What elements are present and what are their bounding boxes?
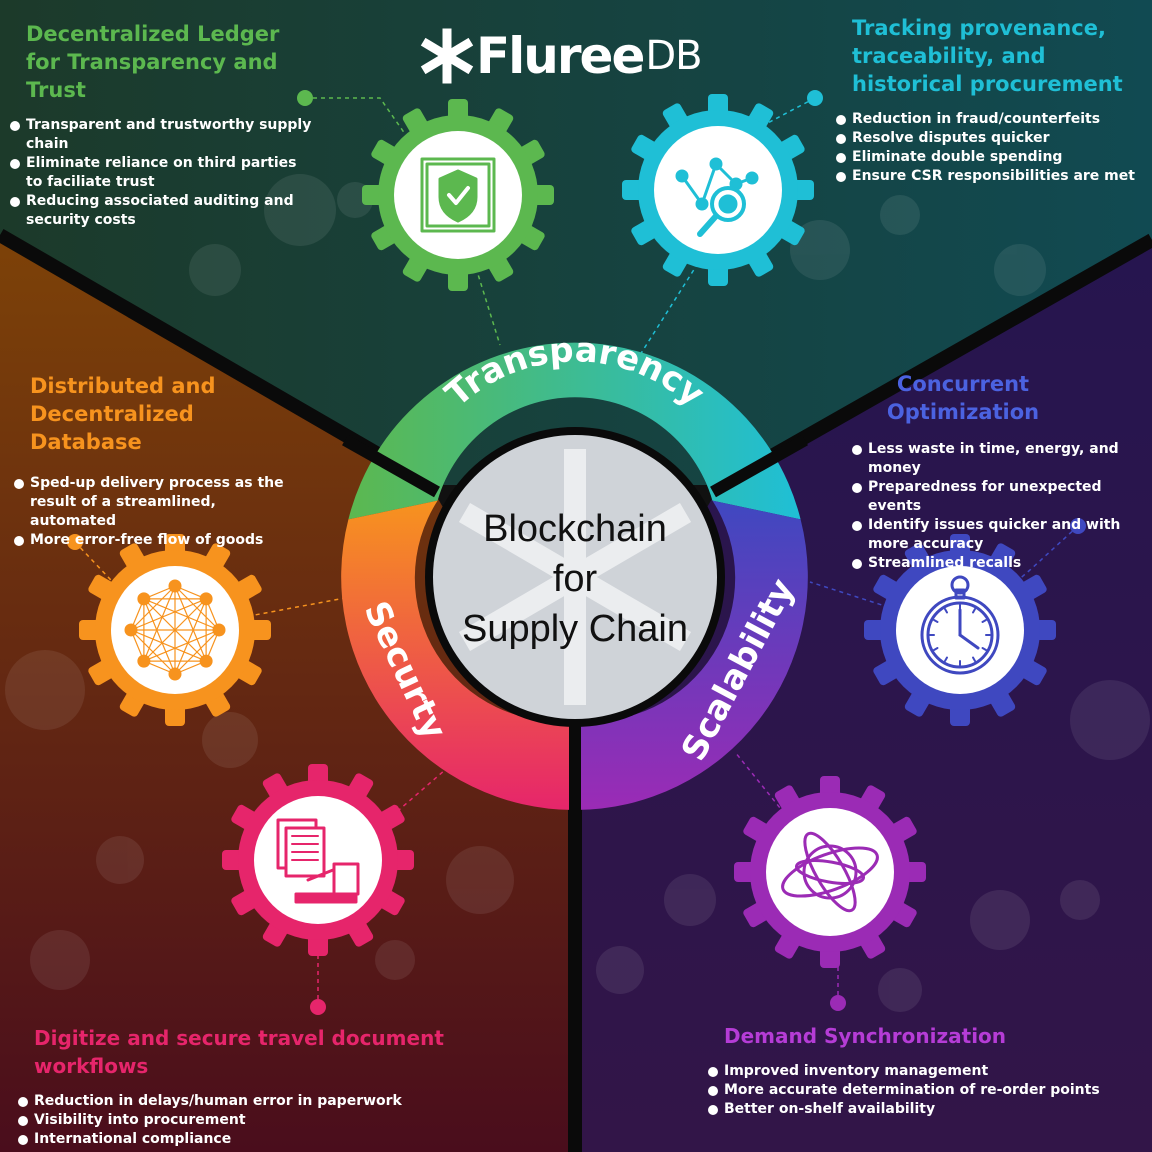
gear-tracking — [622, 94, 814, 286]
section-ledger-title: Decentralized Ledger for Transparency an… — [26, 22, 280, 102]
gear-documents — [222, 764, 414, 956]
fluree-logo: Fluree DB — [418, 24, 703, 88]
top-region — [0, 0, 1152, 485]
bullet-text: Less waste in time, energy, and money — [868, 441, 1119, 476]
bullet-text: Reduction in fraud/counterfeits — [852, 111, 1101, 127]
section-demand-bullets: Improved inventory management More accur… — [708, 1062, 1144, 1119]
bullet-text: Better on-shelf availability — [724, 1101, 936, 1117]
ring-left-segment — [341, 500, 575, 811]
bullet-text: Eliminate reliance on third parties to f… — [26, 155, 297, 190]
section-ledger-bullets: Transparent and trustworthy supply chain… — [10, 116, 316, 230]
connector-dot — [297, 90, 313, 106]
documents-laptop-icon — [276, 818, 360, 904]
ring-right-segment — [575, 500, 808, 810]
section-distributed-bullets: Sped-up delivery process as the result o… — [14, 474, 305, 550]
section-concurrent-bullets: Less waste in time, energy, and money Pr… — [852, 440, 1148, 573]
section-distributed-title: Distributed and Decentralized Database — [30, 374, 216, 454]
bullet: Eliminate reliance on third parties to f… — [10, 154, 316, 192]
section-documents-bullets: Reduction in delays/human error in paper… — [18, 1092, 564, 1149]
center-line-3: Supply Chain — [461, 608, 689, 650]
section-demand-title: Demand Synchronization — [724, 1024, 1007, 1048]
ring-dividers — [342, 434, 808, 815]
section-demand: Demand Synchronization Improved inventor… — [708, 1022, 1144, 1119]
gear-distributed — [79, 534, 271, 726]
center-title: Blockchain for Supply Chain — [430, 504, 720, 654]
bullet-text: Eliminate double spending — [852, 149, 1063, 165]
right-region — [575, 240, 1152, 1152]
bullet-text: Visibility into procurement — [34, 1112, 246, 1128]
bullet: Improved inventory management — [708, 1062, 1144, 1081]
gear-demand — [734, 776, 926, 968]
section-documents: Digitize and secure travel document work… — [18, 1024, 564, 1149]
center-logo-mark — [458, 449, 692, 705]
connector-dot — [807, 90, 823, 106]
section-concurrent-title: Concurrent Optimization — [886, 372, 1040, 424]
connector-dot — [830, 995, 846, 1011]
bullet-text: Identify issues quicker and with more ac… — [868, 517, 1121, 552]
bullet-text: More accurate determination of re-order … — [724, 1082, 1100, 1098]
bullet: Reducing associated auditing and securit… — [10, 192, 316, 230]
connector-dot — [1070, 518, 1086, 534]
mesh-network-icon — [124, 579, 226, 681]
bullet: Visibility into procurement — [18, 1111, 564, 1130]
shield-check-icon — [420, 157, 496, 233]
bullet-text: Improved inventory management — [724, 1063, 989, 1079]
gear-concurrent — [864, 534, 1056, 726]
bullet-text: International compliance — [34, 1131, 232, 1147]
orbit-sphere-icon — [781, 831, 879, 913]
bullet: More error-free flow of goods — [14, 531, 305, 550]
bullet: Ensure CSR responsibilities are met — [836, 167, 1147, 186]
bullet: International compliance — [18, 1130, 564, 1149]
bullet-text: Reduction in delays/human error in paper… — [34, 1093, 402, 1109]
bullet: Better on-shelf availability — [708, 1100, 1144, 1119]
bullet-text: More error-free flow of goods — [30, 532, 264, 548]
left-region — [0, 235, 575, 1152]
section-tracking-bullets: Reduction in fraud/counterfeits Resolve … — [836, 110, 1147, 186]
stopwatch-icon — [920, 575, 1000, 675]
bullet: Reduction in fraud/counterfeits — [836, 110, 1147, 129]
bullet: Identify issues quicker and with more ac… — [852, 516, 1148, 554]
bullet: Sped-up delivery process as the result o… — [14, 474, 305, 531]
connector-dot — [310, 999, 326, 1015]
center-line-1: Blockchain — [483, 508, 667, 550]
brand-suffix: DB — [645, 33, 702, 79]
section-ledger: Decentralized Ledger for Transparency an… — [10, 20, 316, 230]
gear-ledger — [362, 99, 554, 291]
section-concurrent: Concurrent Optimization Less waste in ti… — [852, 370, 1148, 573]
bullet-text: Sped-up delivery process as the result o… — [30, 475, 284, 529]
bullet-text: Preparedness for unexpected events — [868, 479, 1102, 514]
connector-dot — [67, 534, 83, 550]
bullet: Eliminate double spending — [836, 148, 1147, 167]
section-documents-title: Digitize and secure travel document work… — [34, 1026, 444, 1078]
bullet-text: Transparent and trustworthy supply chain — [26, 117, 312, 152]
section-tracking-title: Tracking provenance, traceability, and h… — [852, 16, 1123, 96]
fluree-logo-icon — [420, 28, 474, 84]
bullet-text: Resolve disputes quicker — [852, 130, 1050, 146]
bullet: Resolve disputes quicker — [836, 129, 1147, 148]
section-distributed: Distributed and Decentralized Database S… — [14, 372, 305, 550]
center-line-2: for — [552, 558, 598, 600]
bullet: Less waste in time, energy, and money — [852, 440, 1148, 478]
ring-top-segment — [348, 342, 801, 520]
background-gears — [5, 174, 1150, 1012]
bullet: Streamlined recalls — [852, 554, 1148, 573]
bullet: Reduction in delays/human error in paper… — [18, 1092, 564, 1111]
brand-name: Fluree — [476, 27, 645, 85]
bullet-text: Streamlined recalls — [868, 555, 1022, 571]
bullet: Preparedness for unexpected events — [852, 478, 1148, 516]
bullet-text: Ensure CSR responsibilities are met — [852, 168, 1135, 184]
bullet-text: Reducing associated auditing and securit… — [26, 193, 294, 228]
bullet: Transparent and trustworthy supply chain — [10, 116, 316, 154]
bullet: More accurate determination of re-order … — [708, 1081, 1144, 1100]
magnifier-network-icon — [675, 157, 759, 237]
section-tracking: Tracking provenance, traceability, and h… — [836, 14, 1147, 186]
